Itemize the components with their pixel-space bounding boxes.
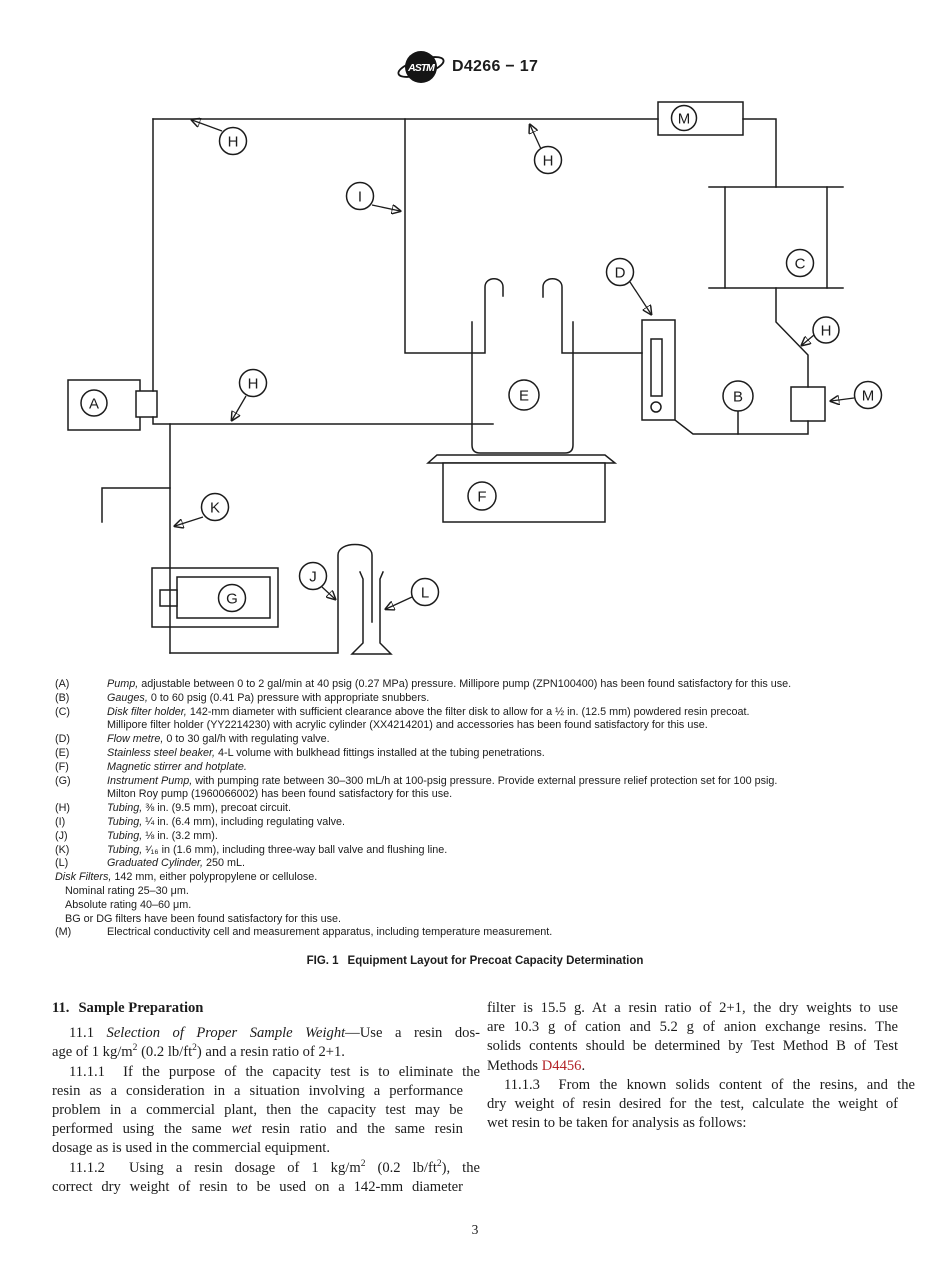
astm-logo: ASTM [397, 51, 445, 83]
legend-item-b: (B)Gauges,0 to 60 psig (0.41 Pa) pressur… [55, 691, 430, 704]
svg-text:H: H [821, 323, 832, 340]
svg-text:H: H [543, 153, 554, 170]
svg-text:A: A [89, 396, 99, 413]
conductivity-cell-right [790, 386, 826, 422]
callout-m-right: M [831, 380, 883, 410]
body-line: resin as a consideration in a situation … [52, 1082, 463, 1099]
body-line: problem in a commercial plant, then the … [52, 1102, 463, 1119]
callout-h-top-mid: H [530, 125, 563, 175]
right-column: filter is 15.5 g. At a resin ratio of 2+… [487, 999, 915, 1197]
legend-item-j: (J)Tubing,⅛ in. (3.2 mm). [55, 829, 218, 842]
filter-outlet-line [775, 287, 809, 388]
body-line: age of 1 kg/m2 (0.2 lb/ft2) and a resin … [52, 1043, 345, 1061]
cylinder-feed-line-j [169, 543, 373, 654]
callout-d: D [605, 257, 652, 315]
body-line: correct dry weight of resin to be used o… [52, 1178, 463, 1195]
left-column: 11.Sample Preparation 11.1 Selection of … [52, 999, 480, 1197]
body-line: filter is 15.5 g. At a resin ratio of 2+… [487, 1000, 898, 1016]
callout-c: C [785, 248, 815, 278]
legend-item-g: (G)Instrument Pump,with pumping rate bet… [55, 774, 778, 787]
equipment-diagram: A H I H M C D [67, 101, 883, 655]
conductivity-cell-top [657, 101, 744, 136]
doc-code: D4266 − 17 [452, 58, 539, 75]
svg-text:L: L [421, 585, 429, 602]
callout-b: B [722, 380, 754, 412]
regulated-branch-line [404, 118, 504, 354]
section-heading: 11.Sample Preparation [52, 1000, 204, 1016]
legend-item-k: (K)Tubing,¹⁄₁₆ in (1.6 mm), including th… [55, 843, 448, 856]
svg-text:D: D [615, 265, 626, 282]
svg-text:B: B [733, 389, 743, 406]
svg-text:M: M [862, 388, 875, 405]
body-line: 11.1.3 From the known solids content of … [504, 1076, 915, 1093]
legend-item-a: (A)Pump,adjustable between 0 to 2 gal/mi… [55, 678, 792, 690]
svg-text:H: H [228, 134, 239, 151]
legend-item-m: (M)Electrical conductivity cell and meas… [55, 926, 553, 939]
cell-to-filter-line [742, 118, 777, 188]
callout-h-top-left: H [192, 120, 248, 156]
legend-item-l: (L)Graduated Cylinder,250 mL. [55, 857, 246, 870]
callout-k: K [175, 492, 230, 527]
body-text: 11.Sample Preparation 11.1 Selection of … [52, 999, 915, 1197]
callout-f: F [467, 481, 497, 511]
legend-item-g-cont: Milton Roy pump (1960066002) has been fo… [107, 788, 453, 801]
legend-item-i: (I)Tubing,¼ in. (6.4 mm), including regu… [55, 815, 346, 828]
body-line: Methods D4456. [487, 1057, 586, 1074]
callout-g: G [217, 583, 247, 613]
callout-a: A [80, 389, 108, 417]
svg-text:J: J [309, 569, 317, 586]
astm-logo-text: ASTM [407, 62, 435, 74]
svg-text:C: C [795, 256, 806, 273]
body-line: dosage as is used in the commercial equi… [52, 1140, 331, 1157]
legend-disk-filters: Disk Filters,142 mm, either polypropylen… [55, 871, 318, 884]
flushing-line [101, 487, 171, 523]
callout-i: I [345, 181, 401, 212]
svg-text:F: F [477, 489, 486, 506]
svg-text:E: E [519, 388, 529, 405]
svg-text:I: I [358, 189, 362, 206]
disk-filter-holder-c [708, 186, 844, 289]
graduated-cylinder-l [350, 571, 393, 655]
body-line: 11.1 Selection of Proper Sample Weight—U… [69, 1025, 480, 1042]
svg-text:M: M [678, 111, 691, 128]
legend-nominal-rating: Nominal rating 25–30 μm. [65, 884, 189, 897]
body-line: solids contents should be determined by … [487, 1038, 898, 1055]
callout-j: J [298, 561, 336, 600]
legend-item-d: (D)Flow metre,0 to 30 gal/h with regulat… [55, 733, 330, 746]
legend-absolute-rating: Absolute rating 40–60 μm. [65, 898, 192, 911]
svg-text:H: H [248, 376, 259, 393]
legend-item-e: (E)Stainless steel beaker,4-L volume wit… [55, 746, 545, 759]
callout-m-top: M [670, 104, 698, 132]
body-line: 11.1.2 Using a resin dosage of 1 kg/m2 (… [69, 1158, 480, 1176]
legend-item-h: (H)Tubing,⅜ in. (9.5 mm), precoat circui… [55, 802, 292, 815]
lower-feed-line [152, 416, 494, 425]
body-line: wet resin to be taken for analysis as fo… [487, 1115, 747, 1132]
legend-item-c: (C)Disk filter holder,142-mm diameter wi… [55, 705, 750, 718]
legend-filter-note: BG or DG filters have been found satisfa… [65, 912, 342, 925]
callout-h-lower-left: H [232, 368, 268, 421]
return-line [673, 418, 809, 435]
body-line: 11.1.1 If the purpose of the capacity te… [69, 1063, 480, 1080]
legend-item-f: (F)Magnetic stirrer and hotplate. [55, 760, 247, 773]
hotplate-f [426, 454, 618, 523]
document-header: ASTM D4266 − 17 [396, 44, 538, 90]
body-line: are 10.3 g of cation and 5.2 g of anion … [487, 1019, 898, 1036]
callouts: A H I H M C D [80, 104, 883, 613]
legend-item-c-cont: Millipore filter holder (YY2214230) with… [107, 719, 708, 732]
svg-text:K: K [210, 500, 220, 517]
callout-l: L [386, 577, 440, 610]
piping-lines [101, 118, 809, 654]
body-line: dry weight of resin desired for the test… [487, 1096, 898, 1113]
callout-h-right: H [802, 316, 840, 345]
instrument-pump-g [151, 567, 279, 628]
beaker-outlet-line [542, 278, 643, 354]
svg-text:G: G [226, 591, 238, 608]
figure-legend: (A)Pump,adjustable between 0 to 2 gal/mi… [55, 678, 903, 940]
body-line: performed using the same wet resin ratio… [52, 1121, 463, 1138]
d4456-link[interactable]: D4456 [541, 1057, 582, 1074]
callout-e: E [508, 379, 540, 411]
page-number: 3 [471, 1222, 479, 1237]
flowmeter-d [641, 319, 676, 421]
